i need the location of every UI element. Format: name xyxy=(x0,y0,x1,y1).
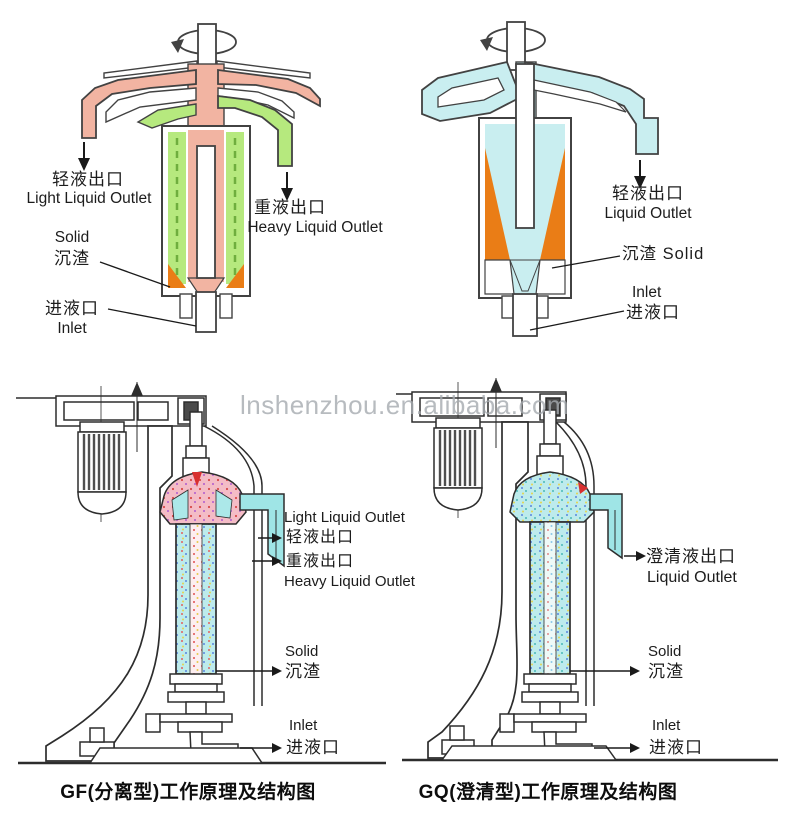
gf-light-outlet-label-zh: 轻液出口 xyxy=(52,170,124,189)
gf-machine-caption: GF(分离型)工作原理及结构图 xyxy=(60,782,316,803)
gq-feed-tube xyxy=(515,63,535,229)
gf-label-arrows xyxy=(216,533,282,753)
gq-base xyxy=(440,745,618,761)
gf-machine-heavy-outlet-zh: 重液出口 xyxy=(286,553,355,570)
gf-machine-drawing xyxy=(16,382,386,765)
gf-heavy-outlet-label-en: Heavy Liquid Outlet xyxy=(247,219,383,236)
gf-bowl-head-section xyxy=(159,471,247,525)
gq-top-beam xyxy=(411,378,567,518)
gf-feed-tube xyxy=(196,145,216,279)
gq-schematic-drawing xyxy=(421,21,659,337)
gf-bottom-assembly xyxy=(145,701,239,754)
gf-casing xyxy=(203,425,263,706)
gq-machine-inlet-zh: 进液口 xyxy=(649,738,703,757)
gf-motor xyxy=(77,421,127,515)
gq-label-connectors xyxy=(529,255,625,331)
gf-frame-column xyxy=(45,425,173,762)
gf-machine-inlet-zh: 进液口 xyxy=(286,738,340,757)
gf-machine-solid-en: Solid xyxy=(285,643,319,660)
gf-schematic-drawing xyxy=(78,23,321,333)
gq-machine-solid-zh: 沉渣 xyxy=(648,662,684,681)
gq-solid-label: 沉渣 Solid xyxy=(622,245,705,263)
gf-base xyxy=(88,747,264,764)
gf-label-connectors xyxy=(99,261,197,327)
gq-machine-inlet-en: Inlet xyxy=(652,717,681,734)
gq-casing xyxy=(555,421,595,706)
gq-inlet-label-en: Inlet xyxy=(632,284,662,301)
gq-bowl-head-section xyxy=(509,471,595,523)
gf-bowl-tube-section xyxy=(167,523,225,703)
gf-bowl-head xyxy=(81,60,321,167)
gq-machine-outlet-en: Liquid Outlet xyxy=(647,569,737,586)
gf-light-outlet-label-en: Light Liquid Outlet xyxy=(26,190,152,207)
gf-inlet-tube xyxy=(195,291,217,333)
gf-machine-light-outlet-zh: 轻液出口 xyxy=(286,529,355,546)
gq-flow-arrow xyxy=(634,160,646,189)
gq-bowl xyxy=(478,63,572,337)
gf-inlet-label-zh: 进液口 xyxy=(45,299,99,318)
gf-machine-light-outlet-en: Light Liquid Outlet xyxy=(284,509,405,526)
gf-machine-solid-zh: 沉渣 xyxy=(285,662,321,681)
gf-machine-heavy-outlet-en: Heavy Liquid Outlet xyxy=(284,573,415,590)
gq-solid-deposit-right xyxy=(540,148,565,260)
gq-machine-caption: GQ(澄清型)工作原理及结构图 xyxy=(418,782,678,803)
gf-outlet-arm xyxy=(239,493,285,568)
gf-solid-deposit-left xyxy=(168,264,186,288)
gq-outlet-arm xyxy=(589,493,623,560)
gq-outlet-label-en: Liquid Outlet xyxy=(604,205,692,222)
gq-machine-outlet-zh: 澄清液出口 xyxy=(646,547,736,566)
gf-bowl xyxy=(161,125,251,333)
gf-solid-label-zh: 沉渣 xyxy=(54,249,90,268)
watermark: lnshenzhou.en.alibaba.com xyxy=(240,390,570,420)
gq-solid-deposit-left xyxy=(485,148,510,260)
gf-inlet-label-en: Inlet xyxy=(57,320,87,337)
gq-machine-drawing xyxy=(396,378,778,762)
gq-motor xyxy=(433,417,483,511)
gf-machine-inlet-en: Inlet xyxy=(289,717,318,734)
gf-flow-arrows xyxy=(78,142,293,201)
gq-inlet-label-zh: 进液口 xyxy=(626,303,680,322)
gf-solid-deposit-right xyxy=(226,264,244,288)
gq-machine-solid-en: Solid xyxy=(648,643,682,660)
gq-label-arrows xyxy=(570,551,646,753)
gq-bowl-tube-section xyxy=(521,521,579,703)
gf-solid-label-en: Solid xyxy=(54,229,90,246)
gf-spindle xyxy=(197,23,217,71)
gf-heavy-outlet-label-zh: 重液出口 xyxy=(254,198,326,217)
gq-outlet-label-zh: 轻液出口 xyxy=(612,184,684,203)
